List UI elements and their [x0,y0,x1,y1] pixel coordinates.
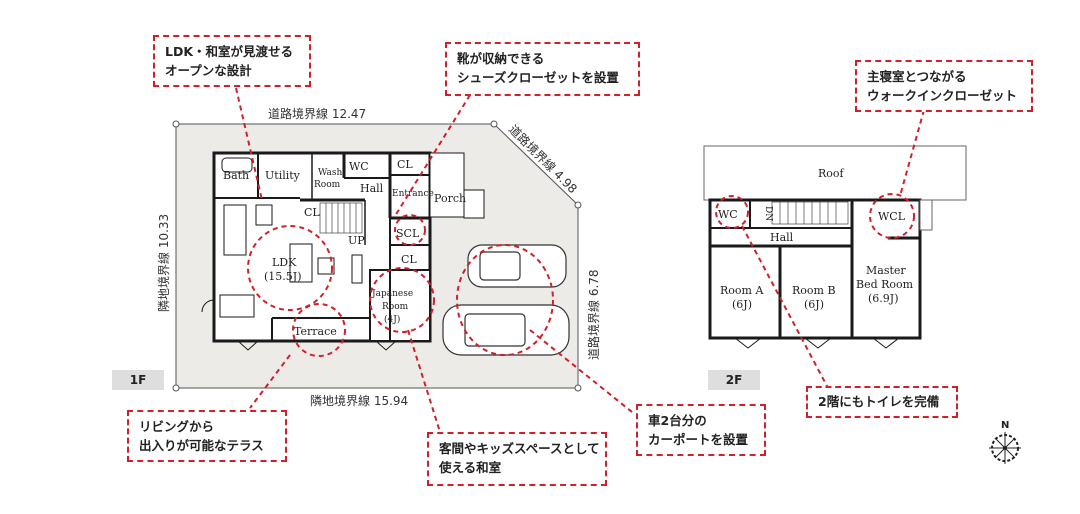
callout-line: カーポートを設置 [648,432,749,447]
svg-text:Bed Room: Bed Room [856,278,914,291]
svg-text:道路境界線 12.47: 道路境界線 12.47 [268,106,366,121]
svg-text:Room A: Room A [720,284,764,297]
callout-ldk-open: LDK・和室が見渡せる オープンな設計 [153,35,311,87]
callout-terrace: リビングから 出入りが可能なテラス [127,410,287,462]
svg-text:Bath: Bath [223,169,249,182]
svg-text:(4J): (4J) [384,314,400,325]
callout-line: オープンな設計 [165,63,252,78]
house-1f [201,151,485,351]
svg-text:Room B: Room B [792,284,836,297]
svg-text:Japanese: Japanese [371,289,413,299]
svg-text:Entrance: Entrance [392,189,434,199]
callout-japanese-room: 客間やキッズスペースとして 使える和室 [427,432,607,486]
callout-shoes-closet: 靴が収納できる シューズクローゼットを設置 [445,42,640,96]
svg-text:(15.5J): (15.5J) [264,270,302,283]
svg-text:Master: Master [866,264,906,277]
compass-icon [989,432,1021,464]
house-2f [703,145,967,349]
svg-text:隣地境界線 15.94: 隣地境界線 15.94 [310,393,408,408]
callout-toilet-2f: 2階にもトイレを完備 [806,386,958,418]
callout-line: リビングから [139,419,215,434]
svg-text:(6.9J): (6.9J) [868,292,899,305]
svg-text:SCL: SCL [396,227,420,240]
svg-text:(6J): (6J) [804,298,824,311]
highlight-circles [247,193,915,357]
floor-tag-1f: 1F [112,370,164,390]
svg-text:(6J): (6J) [732,298,752,311]
callout-line: LDK・和室が見渡せる [165,44,294,59]
svg-text:Porch: Porch [434,192,466,205]
callout-line: ウォークインクローゼット [867,88,1018,103]
callout-line: 客間やキッズスペースとして [439,441,600,456]
svg-text:CL: CL [401,253,417,266]
svg-text:Wash: Wash [318,168,342,178]
svg-text:Room: Room [314,180,341,190]
svg-text:DN: DN [763,206,773,221]
callout-line: 車2台分の [648,413,707,428]
callout-line: シューズクローゼットを設置 [457,70,619,85]
svg-text:WCL: WCL [878,210,906,223]
svg-text:隣地境界線 10.33: 隣地境界線 10.33 [156,214,171,312]
callout-carport: 車2台分の カーポートを設置 [636,404,766,456]
room-labels-1f: Bath Utility Wash Room WC CL Hall Entran… [223,158,466,338]
svg-text:UP: UP [348,234,365,247]
svg-text:Terrace: Terrace [294,325,337,338]
svg-text:Hall: Hall [770,231,794,244]
callout-walk-in-closet: 主寝室とつながる ウォークインクローゼット [855,60,1033,112]
callout-line: 使える和室 [439,460,502,475]
svg-text:WC: WC [718,208,738,221]
compass-label: N [1001,420,1009,431]
svg-text:Utility: Utility [265,169,301,182]
svg-text:Roof: Roof [818,167,845,180]
svg-text:道路境界線 6.78: 道路境界線 6.78 [586,269,601,360]
svg-text:Hall: Hall [360,182,384,195]
callout-line: 主寝室とつながる [867,69,967,84]
svg-text:CL: CL [397,158,413,171]
callout-line: 2階にもトイレを完備 [818,394,940,409]
room-labels-2f: Roof WC DN Hall WCL Room A (6J) Room B (… [718,167,914,311]
car-icons [442,244,570,356]
svg-text:Room: Room [382,302,409,312]
callout-line: 靴が収納できる [457,51,545,66]
floor-tag-2f: 2F [708,370,760,390]
leader-lines [235,87,925,433]
svg-text:LDK: LDK [272,256,297,269]
svg-text:WC: WC [349,160,369,173]
callout-line: 出入りが可能なテラス [139,438,264,453]
svg-text:CL: CL [304,206,320,219]
